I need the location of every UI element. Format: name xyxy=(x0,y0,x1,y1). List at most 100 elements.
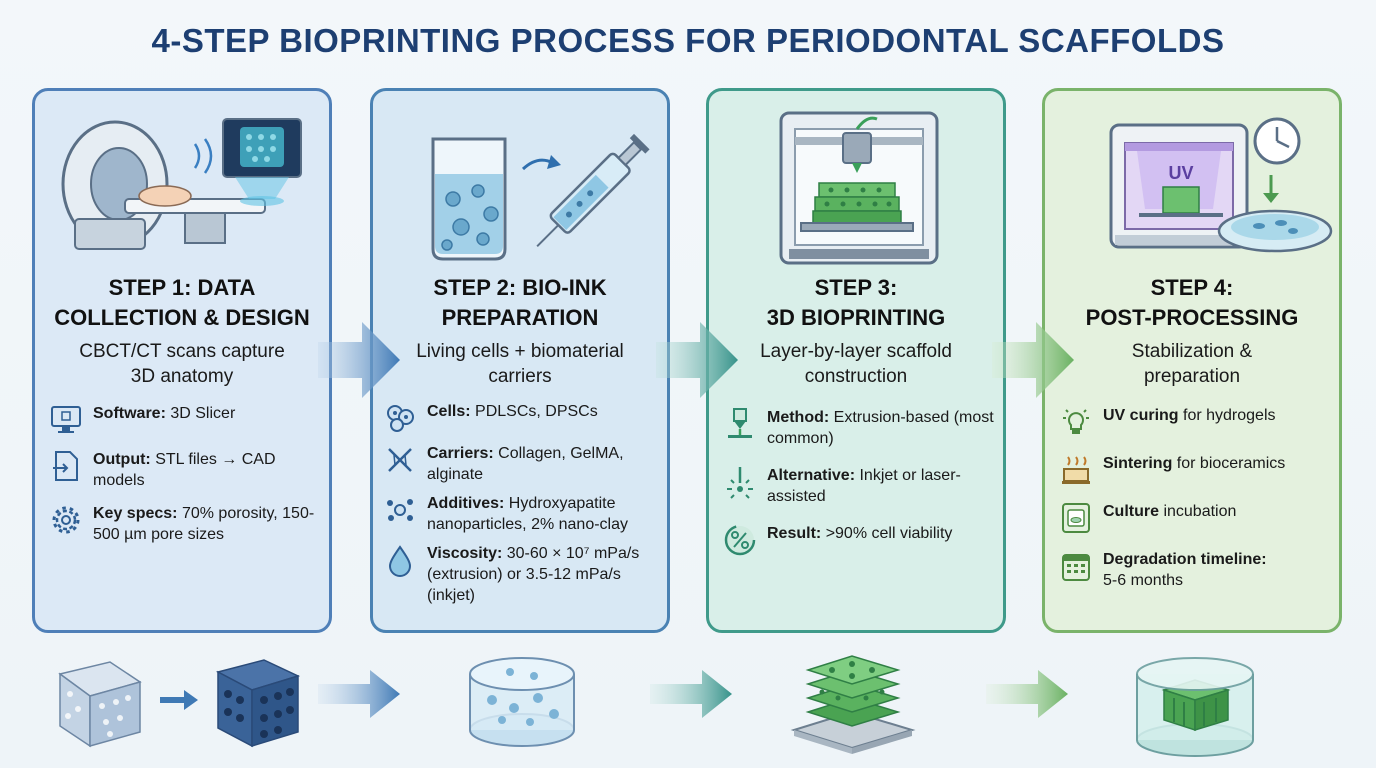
printed-scaffold-illustration xyxy=(790,655,916,754)
step-4-sub-line2: preparation xyxy=(1143,366,1241,387)
list-item: UV curing for hydrogels xyxy=(1059,405,1335,439)
step-1-title: STEP 1: DATA COLLECTION & DESIGN xyxy=(35,273,329,333)
page-title: 4-STEP BIOPRINTING PROCESS FOR PERIODONT… xyxy=(151,22,1225,59)
bottom-arrow-1 xyxy=(318,670,400,718)
item-label: Software: xyxy=(93,405,166,422)
item-label: Result: xyxy=(767,525,822,542)
item-label: Culture xyxy=(1103,503,1159,520)
step-1-list: Software: 3D Slicer Output: STL files → … xyxy=(49,403,325,557)
ct-scanner-illustration xyxy=(61,118,302,250)
step-4-list: UV curing for hydrogels Sintering for bi… xyxy=(1059,405,1335,603)
item-text: incubation xyxy=(1163,503,1237,520)
incubator-icon xyxy=(1062,503,1090,533)
arrow-step1-to-step2 xyxy=(318,322,400,398)
porous-block-illustration xyxy=(58,661,142,748)
list-item: Method: Extrusion-based (most common) xyxy=(723,407,999,449)
step-2-subtitle: Living cells + biomaterial carriers xyxy=(373,339,667,389)
step-2-list: Cells: PDLSCs, DPSCs Carriers: Collagen,… xyxy=(383,401,659,618)
item-label: Cells: xyxy=(427,403,471,420)
item-label: Method: xyxy=(767,409,830,426)
item-text: Extrusion-based (most common) xyxy=(767,409,994,447)
nozzle-icon xyxy=(728,408,752,438)
percent-icon xyxy=(724,524,756,556)
laser-icon xyxy=(727,467,753,499)
item-text: 5-6 months xyxy=(1103,572,1184,589)
list-item: Culture incubation xyxy=(1059,501,1335,535)
list-item: Alternative: Inkjet or laser-assisted xyxy=(723,465,999,507)
list-item: Viscosity: 30-60 × 10⁷ mPa/s (extrusion)… xyxy=(383,543,659,606)
item-text: for hydrogels xyxy=(1183,407,1276,424)
list-item: Result: >90% cell viability xyxy=(723,523,999,557)
list-item: Cells: PDLSCs, DPSCs xyxy=(383,401,659,435)
item-text: >90% cell viability xyxy=(825,525,953,542)
step-1-card: STEP 1: DATA COLLECTION & DESIGN CBCT/CT… xyxy=(32,88,332,633)
step-1-sub-line2: 3D anatomy xyxy=(130,366,234,387)
step-2-title-line1: STEP 2: BIO-INK xyxy=(433,275,607,300)
bioink-dish-illustration xyxy=(469,657,575,747)
list-item: Output: STL files → CAD models xyxy=(49,449,325,491)
list-item: Software: 3D Slicer xyxy=(49,403,325,437)
item-text: PDLSCs, DPSCs xyxy=(475,403,598,420)
step-3-title-line1: STEP 3: xyxy=(814,275,898,300)
step-2-sub-line2: carriers xyxy=(488,366,552,387)
step-3-title: STEP 3: 3D BIOPRINTING xyxy=(709,273,1003,333)
item-label: Key specs: xyxy=(93,505,178,522)
item-text: 70% porosity, 150-500 µm pore sizes xyxy=(93,505,315,543)
dna-icon xyxy=(388,448,412,472)
step-1-title-line2: COLLECTION & DESIGN xyxy=(54,305,310,330)
step-3-sub-line1: Layer-by-layer scaffold xyxy=(760,341,952,362)
calendar-icon xyxy=(1062,554,1090,581)
item-text: Inkjet or laser-assisted xyxy=(767,467,961,505)
arrow-step2-to-step3 xyxy=(656,322,738,398)
step-4-subtitle: Stabilization & preparation xyxy=(1045,339,1339,389)
step-4-sub-line1: Stabilization & xyxy=(1131,341,1253,362)
file-arrow-icon xyxy=(53,451,78,481)
item-label: UV curing xyxy=(1103,407,1179,424)
step-4-title-line1: STEP 4: xyxy=(1150,275,1234,300)
step-4-title-line2: POST-PROCESSING xyxy=(1085,305,1299,330)
item-text: STL files → CAD models xyxy=(93,451,276,489)
item-text: Collagen, GelMA, alginate xyxy=(427,445,624,483)
item-label: Degradation timeline: xyxy=(1103,551,1267,568)
item-label: Sintering xyxy=(1103,455,1173,472)
uv-label: UV xyxy=(1168,163,1193,183)
monitor-icon xyxy=(51,406,81,433)
step-2-card: STEP 2: BIO-INK PREPARATION Living cells… xyxy=(370,88,670,633)
small-arrow-icon xyxy=(160,690,198,710)
list-item: Key specs: 70% porosity, 150-500 µm pore… xyxy=(49,503,325,545)
item-text: for bioceramics xyxy=(1176,455,1286,472)
step-3-sub-line2: construction xyxy=(804,366,908,387)
step-3-title-line2: 3D BIOPRINTING xyxy=(766,305,946,330)
designed-scaffold-illustration xyxy=(215,659,301,748)
item-label: Additives: xyxy=(427,495,505,512)
step-1-sub-line1: CBCT/CT scans capture xyxy=(79,341,285,362)
list-item: Additives: Hydroxyapatite nanoparticles,… xyxy=(383,493,659,535)
heat-icon xyxy=(1062,456,1090,484)
step-3-subtitle: Layer-by-layer scaffold construction xyxy=(709,339,1003,389)
uv-bulb-icon xyxy=(1063,409,1089,434)
step-1-subtitle: CBCT/CT scans capture 3D anatomy xyxy=(35,339,329,389)
bottom-arrow-3 xyxy=(986,670,1068,718)
step-3-card: STEP 3: 3D BIOPRINTING Layer-by-layer sc… xyxy=(706,88,1006,633)
bottom-arrow-2 xyxy=(650,670,732,718)
item-label: Carriers: xyxy=(427,445,494,462)
step-4-title: STEP 4: POST-PROCESSING xyxy=(1045,273,1339,333)
cells-icon xyxy=(387,405,414,432)
beaker-syringe-illustration xyxy=(431,133,650,261)
step-4-card: UV STEP 4: POST-PROCESSING Stabilization… xyxy=(1042,88,1342,633)
step-1-title-line1: STEP 1: DATA xyxy=(108,275,256,300)
item-label: Viscosity: xyxy=(427,545,503,562)
item-text: 3D Slicer xyxy=(170,405,236,422)
item-label: Alternative: xyxy=(767,467,856,484)
3d-printer-illustration xyxy=(779,111,939,265)
arrow-step3-to-step4 xyxy=(992,322,1074,398)
droplet-icon xyxy=(388,545,412,577)
item-text: Hydroxyapatite nanoparticles, 2% nano-cl… xyxy=(427,495,629,533)
gear-icon xyxy=(52,506,80,534)
step-2-title-line2: PREPARATION xyxy=(441,305,599,330)
particles-icon xyxy=(387,499,413,521)
item-label: Output: xyxy=(93,451,151,468)
step-2-sub-line1: Living cells + biomaterial xyxy=(416,341,624,362)
uv-oven-illustration: UV xyxy=(1109,117,1333,253)
cultured-scaffold-illustration xyxy=(1136,657,1254,757)
